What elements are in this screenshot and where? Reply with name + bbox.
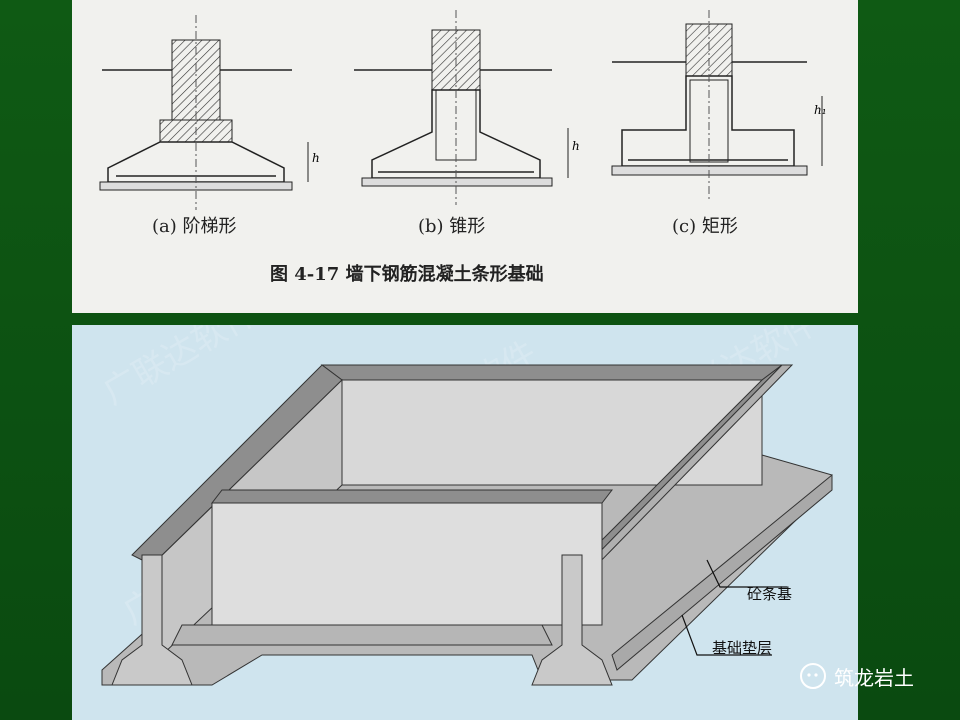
strip-foundation-3d-model: 广联达软件 广联达软件 广联达软件 广联达软件 广联达软件: [72, 325, 858, 720]
caption-c: (c) 矩形: [672, 216, 738, 237]
stepped-section: [99, 15, 309, 210]
svg-text:广联达软件: 广联达软件: [97, 325, 264, 413]
figure-title: 图 4-17 墙下钢筋混凝土条形基础: [270, 264, 544, 285]
wechat-icon: [800, 663, 826, 689]
label-strip-foundation: 砼条基: [747, 585, 793, 603]
dim-h1-c: h₁: [814, 103, 827, 117]
tapered-section: [354, 10, 569, 205]
strip-foundation-diagram: h h h₁ (a) 阶梯形 (b) 锥形 (c: [72, 0, 858, 313]
rectangular-section: [611, 10, 823, 200]
section-drawings: h h h₁: [99, 10, 827, 210]
caption-b: (b) 锥形: [418, 216, 486, 237]
brand-watermark: 筑龙岩土: [800, 662, 914, 690]
caption-a: (a) 阶梯形: [152, 216, 237, 237]
dim-h-b: h: [572, 139, 580, 153]
brand-name: 筑龙岩土: [834, 665, 914, 690]
foundation-render: 广联达软件 广联达软件 广联达软件 广联达软件 广联达软件: [97, 325, 833, 686]
label-cushion-layer: 基础垫层: [712, 639, 773, 657]
dim-h-a: h: [312, 151, 320, 165]
